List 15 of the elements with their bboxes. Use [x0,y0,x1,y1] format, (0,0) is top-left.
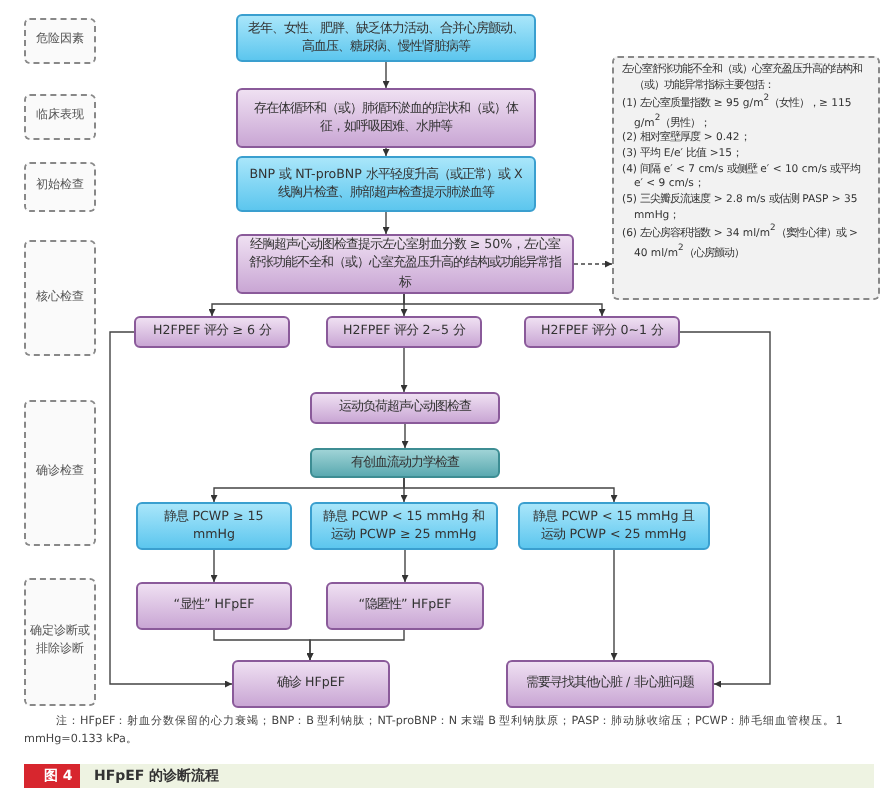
arrow [403,477,618,503]
arrow [403,293,606,317]
arrow [679,331,771,688]
note-box [612,56,880,300]
arrow [573,260,613,268]
arrow [401,423,409,449]
arrow [400,347,408,393]
arrow [210,549,218,583]
arrow [382,147,390,157]
arrow [109,331,233,688]
arrow [382,211,390,235]
arrow [382,61,390,89]
arrow [401,549,409,583]
arrow [306,629,405,661]
arrow [610,549,618,661]
